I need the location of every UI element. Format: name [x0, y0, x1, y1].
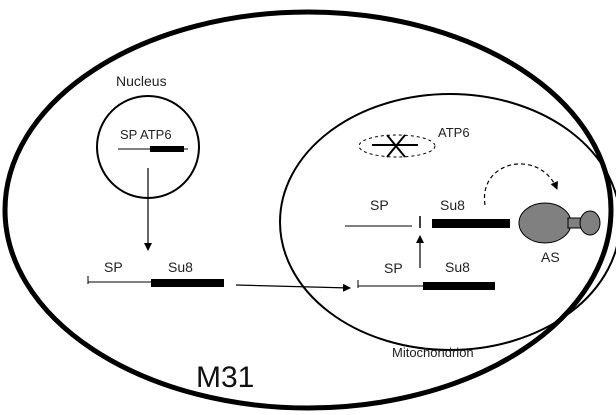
mito-atp6-dotted: [358, 134, 436, 158]
mito-su8-bottom-label: Su8: [445, 259, 470, 275]
cell-outline: [2, 9, 614, 411]
atp-synthase-label: AS: [541, 249, 560, 265]
nucleus-label: Nucleus: [116, 73, 167, 89]
arrow-cytoplasm-to-mito: [235, 283, 351, 292]
cyto-su8-label: Su8: [168, 259, 193, 275]
mito-su8-top-bar: [432, 219, 510, 228]
mito-su8-bottom-bar: [423, 282, 495, 290]
cell-label: M31: [196, 361, 254, 394]
cyto-sp-label: SP: [104, 259, 123, 275]
mito-su8-top-label: Su8: [440, 197, 465, 213]
mito-sp-top-label: SP: [370, 197, 389, 213]
mitochondrion-label: Mitochondrion: [392, 345, 474, 360]
cyto-su8-bar: [151, 279, 224, 287]
mito-atp6-label: ATP6: [438, 125, 470, 140]
mito-sp-bottom-label: SP: [384, 260, 403, 276]
mitochondrion-outline: [279, 93, 616, 351]
atp-synthase-base: [579, 210, 601, 236]
nucleus-gene-label: SP ATP6: [120, 127, 172, 142]
atp-synthase-head: [518, 202, 572, 244]
nucleus-atp6-bar: [150, 146, 184, 152]
arrow-su8-to-as: [483, 163, 559, 206]
